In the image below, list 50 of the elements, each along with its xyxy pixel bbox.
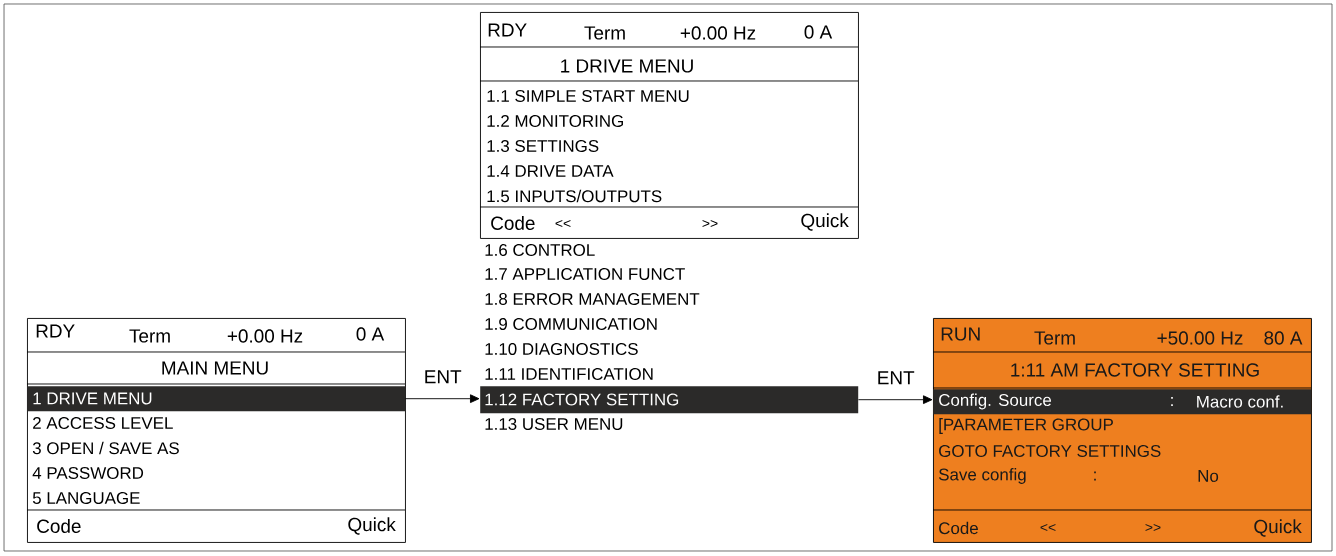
softkey-label: >> <box>1145 523 1161 531</box>
menu-title: 1:11 AM FACTORY SETTING <box>1011 363 1259 377</box>
menu-item: 5 LANGUAGE <box>32 492 140 504</box>
menu-title: MAIN MENU <box>162 361 268 375</box>
menu-title: 1 DRIVE MENU <box>561 59 693 73</box>
status-text: +50.00 Hz <box>1157 331 1243 345</box>
arrow <box>857 395 933 405</box>
menu-item: Save config <box>938 468 1026 484</box>
selected-menu-item: 1.12 FACTORY SETTING <box>480 386 859 414</box>
menu-item: 3 OPEN / SAVE AS <box>32 441 179 455</box>
softkey-label: << <box>555 219 571 227</box>
menu-item: 1.9 COMMUNICATION <box>485 318 657 330</box>
status-text: 80 A <box>1264 331 1303 345</box>
menu-item: 1.1 SIMPLE START MENU <box>487 90 689 102</box>
softkey-label: Code <box>491 216 535 230</box>
status-text: 0 A <box>804 25 833 39</box>
status-text: RDY <box>36 324 75 338</box>
menu-item: 1.4 DRIVE DATA <box>487 165 614 177</box>
softkey-label: Code <box>939 521 978 535</box>
menu-item: 1.7 APPLICATION FUNCT <box>485 268 685 280</box>
softkey-label: Quick <box>1254 519 1302 537</box>
status-text: Term <box>1034 331 1075 345</box>
selected-menu-item: 1 DRIVE MENU <box>27 386 406 412</box>
status-text: RDY <box>488 23 527 37</box>
edge-label: ENT <box>875 370 916 386</box>
menu-item: GOTO FACTORY SETTINGS <box>939 445 1161 457</box>
status-text: Term <box>584 26 625 40</box>
menu-item: 1.10 DIAGNOSTICS <box>485 343 638 355</box>
menu-item: 1.5 INPUTS/OUTPUTS <box>487 189 662 203</box>
status-text: +0.00 Hz <box>680 26 756 40</box>
softkey-label: >> <box>702 219 718 227</box>
menu-item: 1.3 SETTINGS <box>487 140 599 152</box>
softkey-label: Quick <box>348 517 396 535</box>
selected-menu-item: Config. Source : Macro conf. <box>933 389 1312 415</box>
menu-item: 1.8 ERROR MANAGEMENT <box>485 293 700 305</box>
softkey-label: Quick <box>801 213 849 231</box>
status-text: +0.00 Hz <box>227 329 303 343</box>
menu-item: No <box>1198 470 1219 482</box>
softkey-label: << <box>1040 523 1056 531</box>
status-text: RUN <box>941 327 980 341</box>
menu-item: 4 PASSWORD <box>32 467 144 479</box>
status-text: 0 A <box>356 327 385 341</box>
softkey-label: Code <box>37 519 81 533</box>
menu-item: : <box>1094 471 1096 481</box>
menu-item: 1.2 MONITORING <box>487 115 623 127</box>
menu-item: [PARAMETER GROUP <box>939 418 1113 434</box>
edge-label: ENT <box>422 369 463 385</box>
status-text: Term <box>129 329 170 343</box>
menu-item: 2 ACCESS LEVEL <box>33 417 173 429</box>
arrow <box>404 394 480 404</box>
